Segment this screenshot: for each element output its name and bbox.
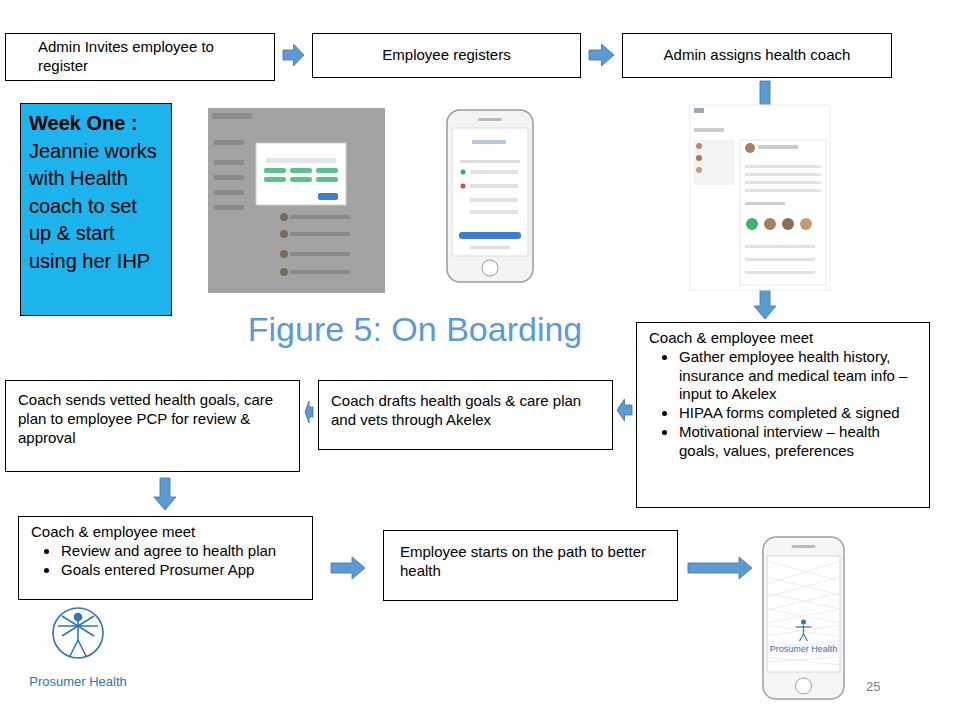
page-number: 25: [866, 679, 906, 694]
logo-text: Prosumer Health: [18, 674, 138, 689]
process-box: Coach & employee meetGather employee hea…: [636, 322, 930, 508]
box-text: Admin Invites employee to register: [38, 38, 264, 76]
box-text: Coach drafts health goals & care plan an…: [331, 392, 600, 430]
bullet-text: Gather employee health history, insuranc…: [679, 348, 907, 403]
bullet-item: Review and agree to health plan: [31, 542, 302, 561]
bullet-item: HIPAA forms completed & signed: [649, 404, 919, 423]
phone-outline: [762, 536, 845, 700]
box-text: Jeannie works with Health coach to set u…: [29, 138, 163, 276]
block-arrow: [331, 557, 365, 579]
bullet-item: Gather employee health history, insuranc…: [649, 348, 919, 404]
figure-title: Figure 5: On Boarding: [215, 310, 615, 349]
box-text: Employee registers: [382, 46, 510, 65]
bullet-item: Motivational interview – health goals, v…: [649, 423, 919, 461]
bullet-item: Goals entered Prosumer App: [31, 561, 302, 580]
block-arrow: [154, 478, 176, 510]
block-arrow: [688, 557, 752, 579]
process-box: Admin Invites employee to register: [5, 33, 275, 81]
bullet-text: Goals entered Prosumer App: [61, 561, 254, 578]
box-heading: Coach & employee meet: [649, 329, 919, 348]
process-box: Employee starts on the path to better he…: [383, 530, 678, 601]
highlight-box: Week One :Jeannie works with Health coac…: [20, 103, 172, 316]
block-arrow: [305, 401, 313, 423]
registration-phone: [447, 110, 533, 282]
process-box: Coach & employee meetReview and agree to…: [18, 516, 313, 600]
box-text: Admin assigns health coach: [664, 46, 851, 65]
process-box: Employee registers: [312, 33, 581, 78]
bullet-dot: [44, 568, 49, 573]
block-arrow: [589, 44, 614, 66]
bullet-dot: [44, 549, 49, 554]
bullet-dot: [662, 355, 667, 360]
coach-dashboard-screenshot: [690, 105, 830, 290]
block-arrow: [617, 399, 632, 421]
process-box: Coach drafts health goals & care plan an…: [318, 380, 613, 450]
box-text: Coach sends vetted health goals, care pl…: [18, 391, 287, 447]
admin-invite-screenshot: [208, 108, 385, 293]
bullet-dot: [662, 430, 667, 435]
bullet-text: Review and agree to health plan: [61, 542, 276, 559]
box-text: Employee starts on the path to better he…: [400, 543, 661, 581]
box-heading: Week One :: [29, 110, 163, 138]
bullet-dot: [662, 411, 667, 416]
process-box: Admin assigns health coach: [622, 33, 892, 78]
app-name: Prosumer Health: [766, 644, 841, 655]
block-arrow: [283, 44, 304, 66]
bullet-text: Motivational interview – health goals, v…: [679, 423, 880, 459]
box-heading: Coach & employee meet: [31, 523, 302, 542]
logo-figure: [53, 608, 103, 658]
bullet-text: HIPAA forms completed & signed: [679, 404, 900, 421]
phone-node: Prosumer Health: [762, 536, 845, 700]
process-box: Coach sends vetted health goals, care pl…: [5, 380, 300, 472]
